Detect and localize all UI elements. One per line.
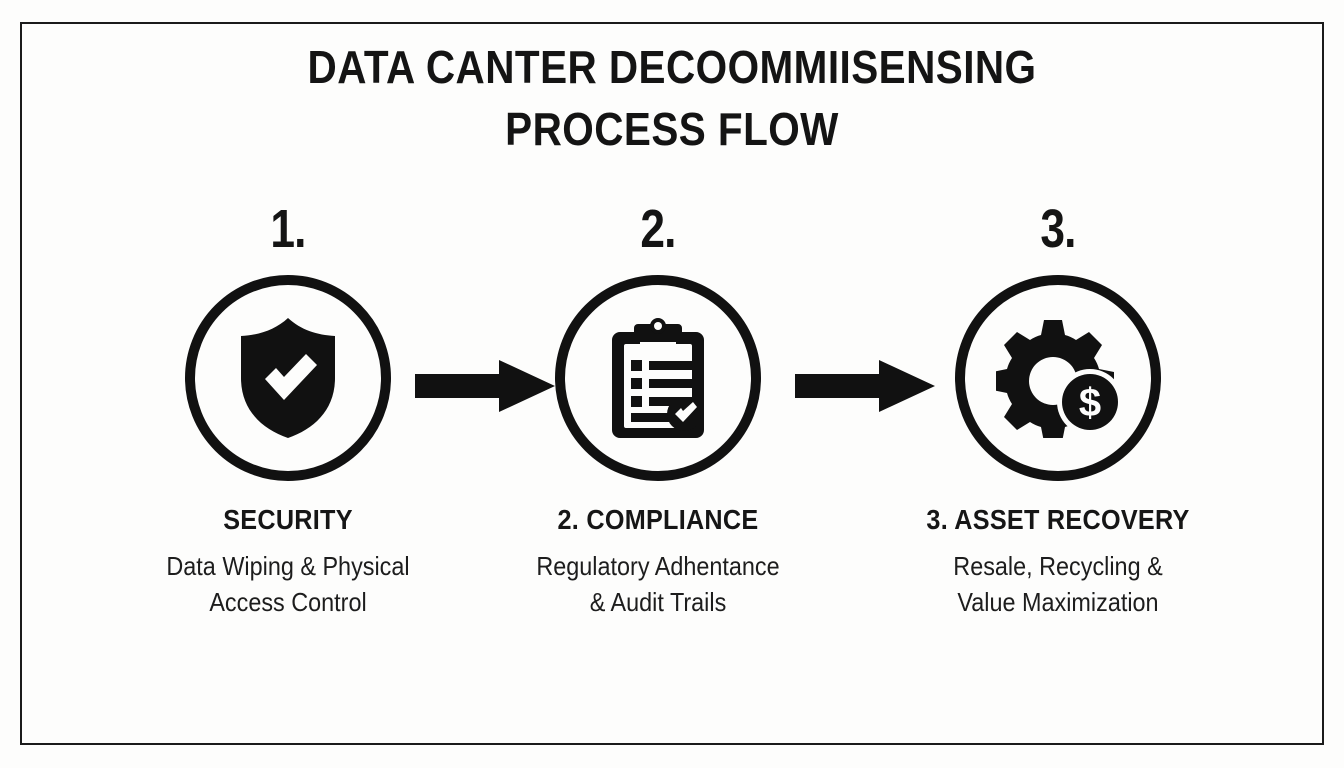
connector-arrow-1: [415, 360, 555, 412]
step-1-description-line-1: Data Wiping & Physical: [166, 551, 410, 581]
process-step-1: 1. SECURITY Data Wiping & Physical Acces…: [118, 200, 458, 620]
step-3-description-line-2: Value Maximization: [957, 587, 1159, 617]
step-3-number: 3.: [1040, 199, 1076, 259]
step-1-heading: SECURITY: [223, 504, 353, 535]
step-3-icon-circle: $: [955, 275, 1161, 481]
connector-arrow-2: [795, 360, 935, 412]
step-2-icon-circle: [555, 275, 761, 481]
clipboard-checklist-icon: [612, 318, 704, 438]
title-line-1: DATA CANTER DECOOMMIISENSING: [307, 41, 1037, 93]
process-step-2: 2.: [488, 200, 828, 620]
step-1-icon-wrap: [118, 272, 458, 484]
step-1-icon-circle: [185, 275, 391, 481]
step-2-heading: 2. COMPLIANCE: [557, 504, 759, 535]
step-2-icon-wrap: [488, 272, 828, 484]
process-step-3: 3. $ 3. ASSET RECOVERY Resale, Recycling…: [888, 200, 1228, 620]
step-1-number: 1.: [270, 199, 306, 259]
step-3-heading: 3. ASSET RECOVERY: [926, 504, 1190, 535]
step-2-number: 2.: [640, 199, 676, 259]
page-border: [20, 22, 1324, 745]
step-2-description-line-2: & Audit Trails: [589, 587, 727, 617]
arrow-right-icon: [415, 360, 555, 412]
arrow-right-icon: [795, 360, 935, 412]
step-3-description-line-1: Resale, Recycling &: [953, 551, 1163, 581]
svg-text:$: $: [1079, 381, 1101, 425]
step-1-description-line-2: Access Control: [209, 587, 367, 617]
step-2-description-line-1: Regulatory Adhentance: [536, 551, 780, 581]
step-3-icon-wrap: $: [888, 272, 1228, 484]
page-title: DATA CANTER DECOOMMIISENSING PROCESS FLO…: [0, 36, 1344, 160]
shield-check-icon: [241, 318, 335, 438]
gear-dollar-icon: $: [996, 320, 1120, 438]
title-line-2: PROCESS FLOW: [505, 103, 839, 155]
